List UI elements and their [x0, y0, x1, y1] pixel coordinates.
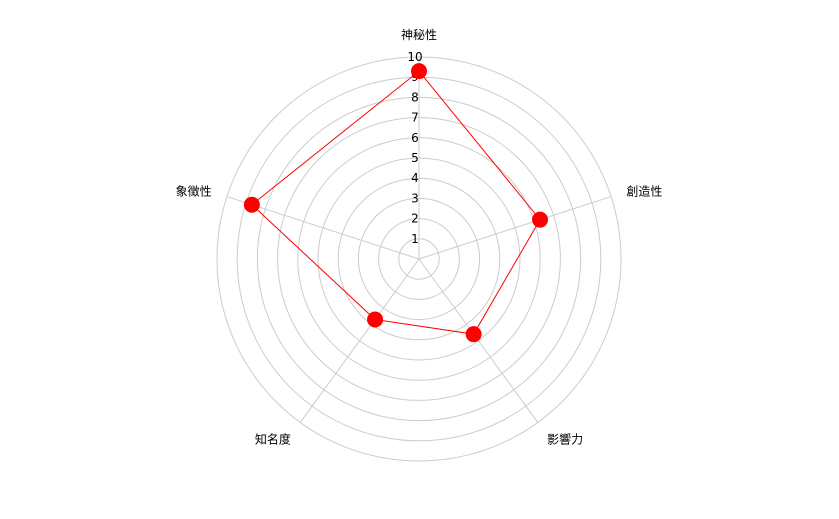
- data-point: [465, 326, 482, 343]
- tick-label: 10: [407, 50, 422, 64]
- axis-spoke: [418, 196, 612, 260]
- tick-label: 6: [411, 131, 419, 145]
- tick-label: 7: [411, 111, 419, 125]
- axis-spoke: [418, 258, 539, 423]
- tick-label: 1: [411, 232, 419, 246]
- axis-label: 象徴性: [176, 185, 212, 199]
- data-point: [367, 311, 384, 328]
- tick-label: 3: [411, 191, 419, 205]
- axis-label: 創造性: [626, 185, 662, 199]
- axis-spoke: [299, 258, 420, 423]
- tick-label: 4: [411, 171, 419, 185]
- axis-label: 影響力: [547, 431, 583, 446]
- tick-label: 2: [411, 212, 419, 226]
- data-point: [243, 196, 260, 213]
- axis-label: 知名度: [255, 431, 291, 446]
- tick-label: 8: [411, 90, 419, 104]
- tick-label-layer: 12345678910: [407, 50, 422, 246]
- series-layer: [243, 63, 549, 343]
- data-point: [411, 63, 427, 80]
- axis-label: 神秘性: [401, 28, 437, 42]
- tick-label: 5: [411, 151, 419, 165]
- grid-layer: [216, 56, 622, 462]
- series-line: [251, 70, 541, 335]
- data-point: [532, 211, 549, 228]
